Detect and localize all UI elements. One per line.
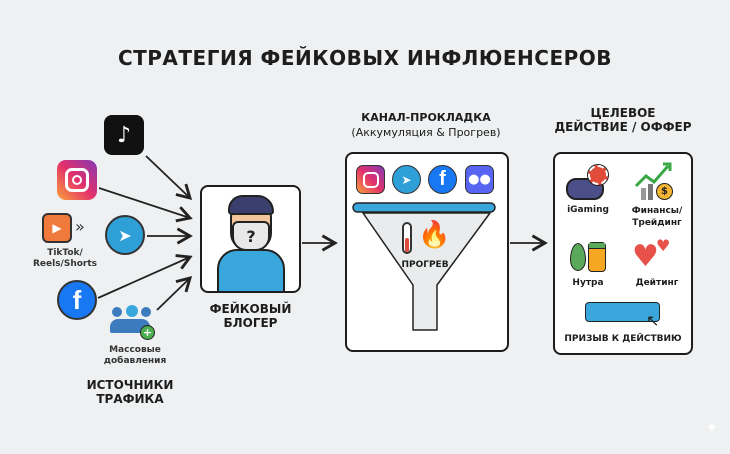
dollar-coin-icon: $ (656, 183, 673, 200)
offer-heading-line: ДЕЙСТВИЕ / ОФФЕР (554, 120, 692, 134)
arrow-instagram (98, 187, 193, 223)
offer-item-igaming: iGaming (567, 205, 609, 215)
telegram-icon: ➤ (392, 165, 421, 194)
blogger-label-line: БЛОГЕР (223, 316, 278, 330)
fake-blogger-card: ? (200, 185, 301, 293)
blogger-label-line: ФЕЙКОВЫЙ (209, 302, 292, 316)
instagram-icon (356, 165, 385, 194)
offer-item-finance: Финансы/ Трейдинг (631, 206, 683, 228)
page-title: СТРАТЕГИЯ ФЕЙКОВЫХ ИНФЛЮЕНСЕРОВ (117, 46, 613, 70)
sources-heading-line: ТРАФИКА (96, 392, 164, 406)
cta-button[interactable] (585, 302, 660, 322)
sparkle-icon: ✦ (705, 418, 719, 437)
arrow-mass (156, 275, 193, 311)
reels-icon: ▶ (42, 213, 72, 243)
funnel-label: ПРОГРЕВ (401, 260, 449, 270)
arrow-facebook (97, 254, 193, 299)
mask-icon: ? (232, 221, 270, 251)
hearts-icon: ♥ (632, 239, 659, 274)
sources-heading-line: ИСТОЧНИКИ (86, 378, 174, 392)
channel-heading: КАНАЛ-ПРОКЛАДКА (361, 111, 491, 124)
chevrons-icon: » (75, 217, 85, 236)
instagram-icon (57, 160, 97, 200)
discord-icon: ●● (465, 165, 494, 194)
mass-add-users-icon: + (110, 305, 155, 343)
hair-icon (228, 195, 274, 215)
telegram-icon: ➤ (105, 215, 145, 255)
facebook-icon: f (57, 280, 97, 320)
reels-label: TikTok/Reels/Shorts (30, 248, 100, 270)
channel-subheading: (Аккумуляция & Прогрев) (351, 126, 501, 139)
leaf-icon (570, 243, 586, 271)
cursor-icon: ↖ (646, 311, 660, 330)
arrow-tiktok (145, 155, 193, 201)
small-heart-icon: ♥ (656, 236, 671, 255)
offer-item-nutra: Нутра (572, 278, 604, 288)
pill-bottle-icon (588, 242, 606, 272)
tiktok-icon: ♪ (104, 115, 144, 155)
thermometer-icon (402, 222, 412, 254)
mass-label-line: добавления (103, 356, 167, 366)
offer-heading-line: ЦЕЛЕВОЕ (590, 106, 656, 120)
casino-chip-icon (587, 164, 609, 186)
reels-label-line: TikTok/ (47, 248, 83, 258)
offer-item-dating: Дейтинг (635, 278, 679, 288)
reels-label-line: Reels/Shorts (32, 259, 98, 269)
facebook-icon: f (428, 165, 457, 194)
mass-label-line: Массовые (109, 345, 161, 355)
cta-label: ПРИЗЫВ К ДЕЙСТВИЮ (564, 334, 682, 344)
fire-icon: 🔥 (418, 220, 451, 250)
